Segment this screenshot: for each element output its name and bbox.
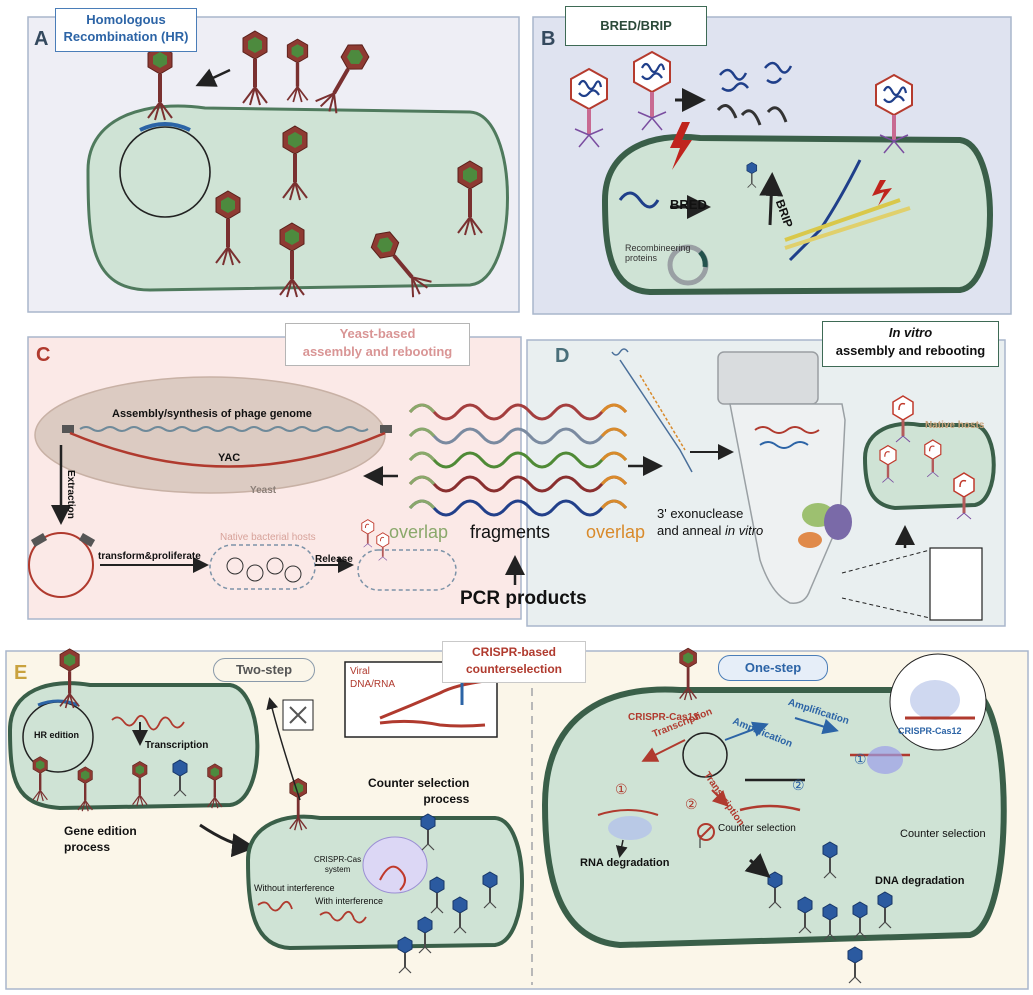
exonuclease-line2: and anneal (657, 523, 722, 538)
label-cas12: CRISPR-Cas12 (898, 726, 962, 736)
label-counter-process: Counter selection process (368, 776, 470, 806)
yeast-cell (34, 376, 386, 494)
panel-letter-d: D (555, 345, 570, 367)
label-pcr-products: PCR products (460, 588, 587, 609)
label-cas13: CRISPR-Cas13 (628, 712, 699, 723)
exonuclease-italic: in vitro (724, 523, 764, 538)
label-fragments: fragments (470, 522, 551, 542)
panel-title-a: Homologous Recombination (HR) (55, 8, 197, 52)
label-native-hosts-c: Native bacterial hosts (220, 532, 316, 543)
label-crispr-cas: CRISPR-Cas system (314, 855, 362, 874)
panel-letter-a: A (34, 28, 49, 50)
label-counter-selection-1: Counter selection (718, 823, 796, 834)
label-yeast: Yeast (250, 485, 277, 496)
panel-title-d-rest: assembly and rebooting (835, 343, 986, 358)
marker-circle-1-blue: ① (854, 751, 867, 767)
label-viral: Viral DNA/RNA (350, 666, 396, 690)
pcr-fragments (408, 403, 628, 517)
label-hr-edition: HR edition (34, 730, 79, 740)
test-tube (717, 351, 852, 604)
label-overlap-right: overlap (586, 522, 646, 542)
panel-letter-c: C (36, 344, 51, 366)
label-bred: BRED (670, 197, 707, 212)
marker-circle-2-blue: ② (792, 777, 805, 793)
label-transcription-left: Transcription (145, 740, 209, 751)
label-transform: transform&proliferate (98, 551, 201, 562)
panel-title-b: BRED/BRIP (565, 6, 707, 46)
label-counter-selection-2: Counter selection (900, 828, 986, 840)
panel-title-e: CRISPR-based counterselection (442, 641, 586, 683)
label-with: With interference (315, 896, 384, 906)
label-without: Without interference (254, 883, 335, 893)
label-assembly: Assembly/synthesis of phage genome (112, 408, 312, 420)
label-gene-edition: Gene edition process (64, 824, 137, 854)
panel-title-c: Yeast-based assembly and rebooting (285, 323, 470, 366)
badge-one-step: One-step (718, 655, 828, 681)
label-extraction: Extraction (65, 470, 76, 519)
label-exonuclease: 3' exonuclease and anneal in vitro (657, 505, 763, 539)
cell-a (86, 104, 509, 292)
label-release: Release (315, 554, 353, 565)
panel-title-d: In vitro assembly and rebooting (822, 321, 999, 367)
label-overlap-left: overlap (389, 522, 449, 542)
marker-circle-2-red: ② (685, 796, 698, 812)
exonuclease-line1: 3' exonuclease (657, 506, 744, 521)
panel-letter-e: E (14, 662, 28, 684)
label-dna-degradation: DNA degradation (875, 875, 965, 887)
panel-letter-b: B (541, 28, 556, 50)
label-yac: YAC (218, 452, 241, 464)
label-rna-degradation: RNA degradation (580, 857, 670, 869)
marker-circle-1-red: ① (615, 781, 628, 797)
cell-b (601, 133, 993, 296)
panel-title-d-italic: In vitro (888, 325, 933, 340)
badge-two-step: Two-step (213, 658, 315, 682)
label-native-hosts-d: Native hosts (925, 420, 985, 431)
label-recombineering: Recombineering proteins (625, 243, 691, 263)
